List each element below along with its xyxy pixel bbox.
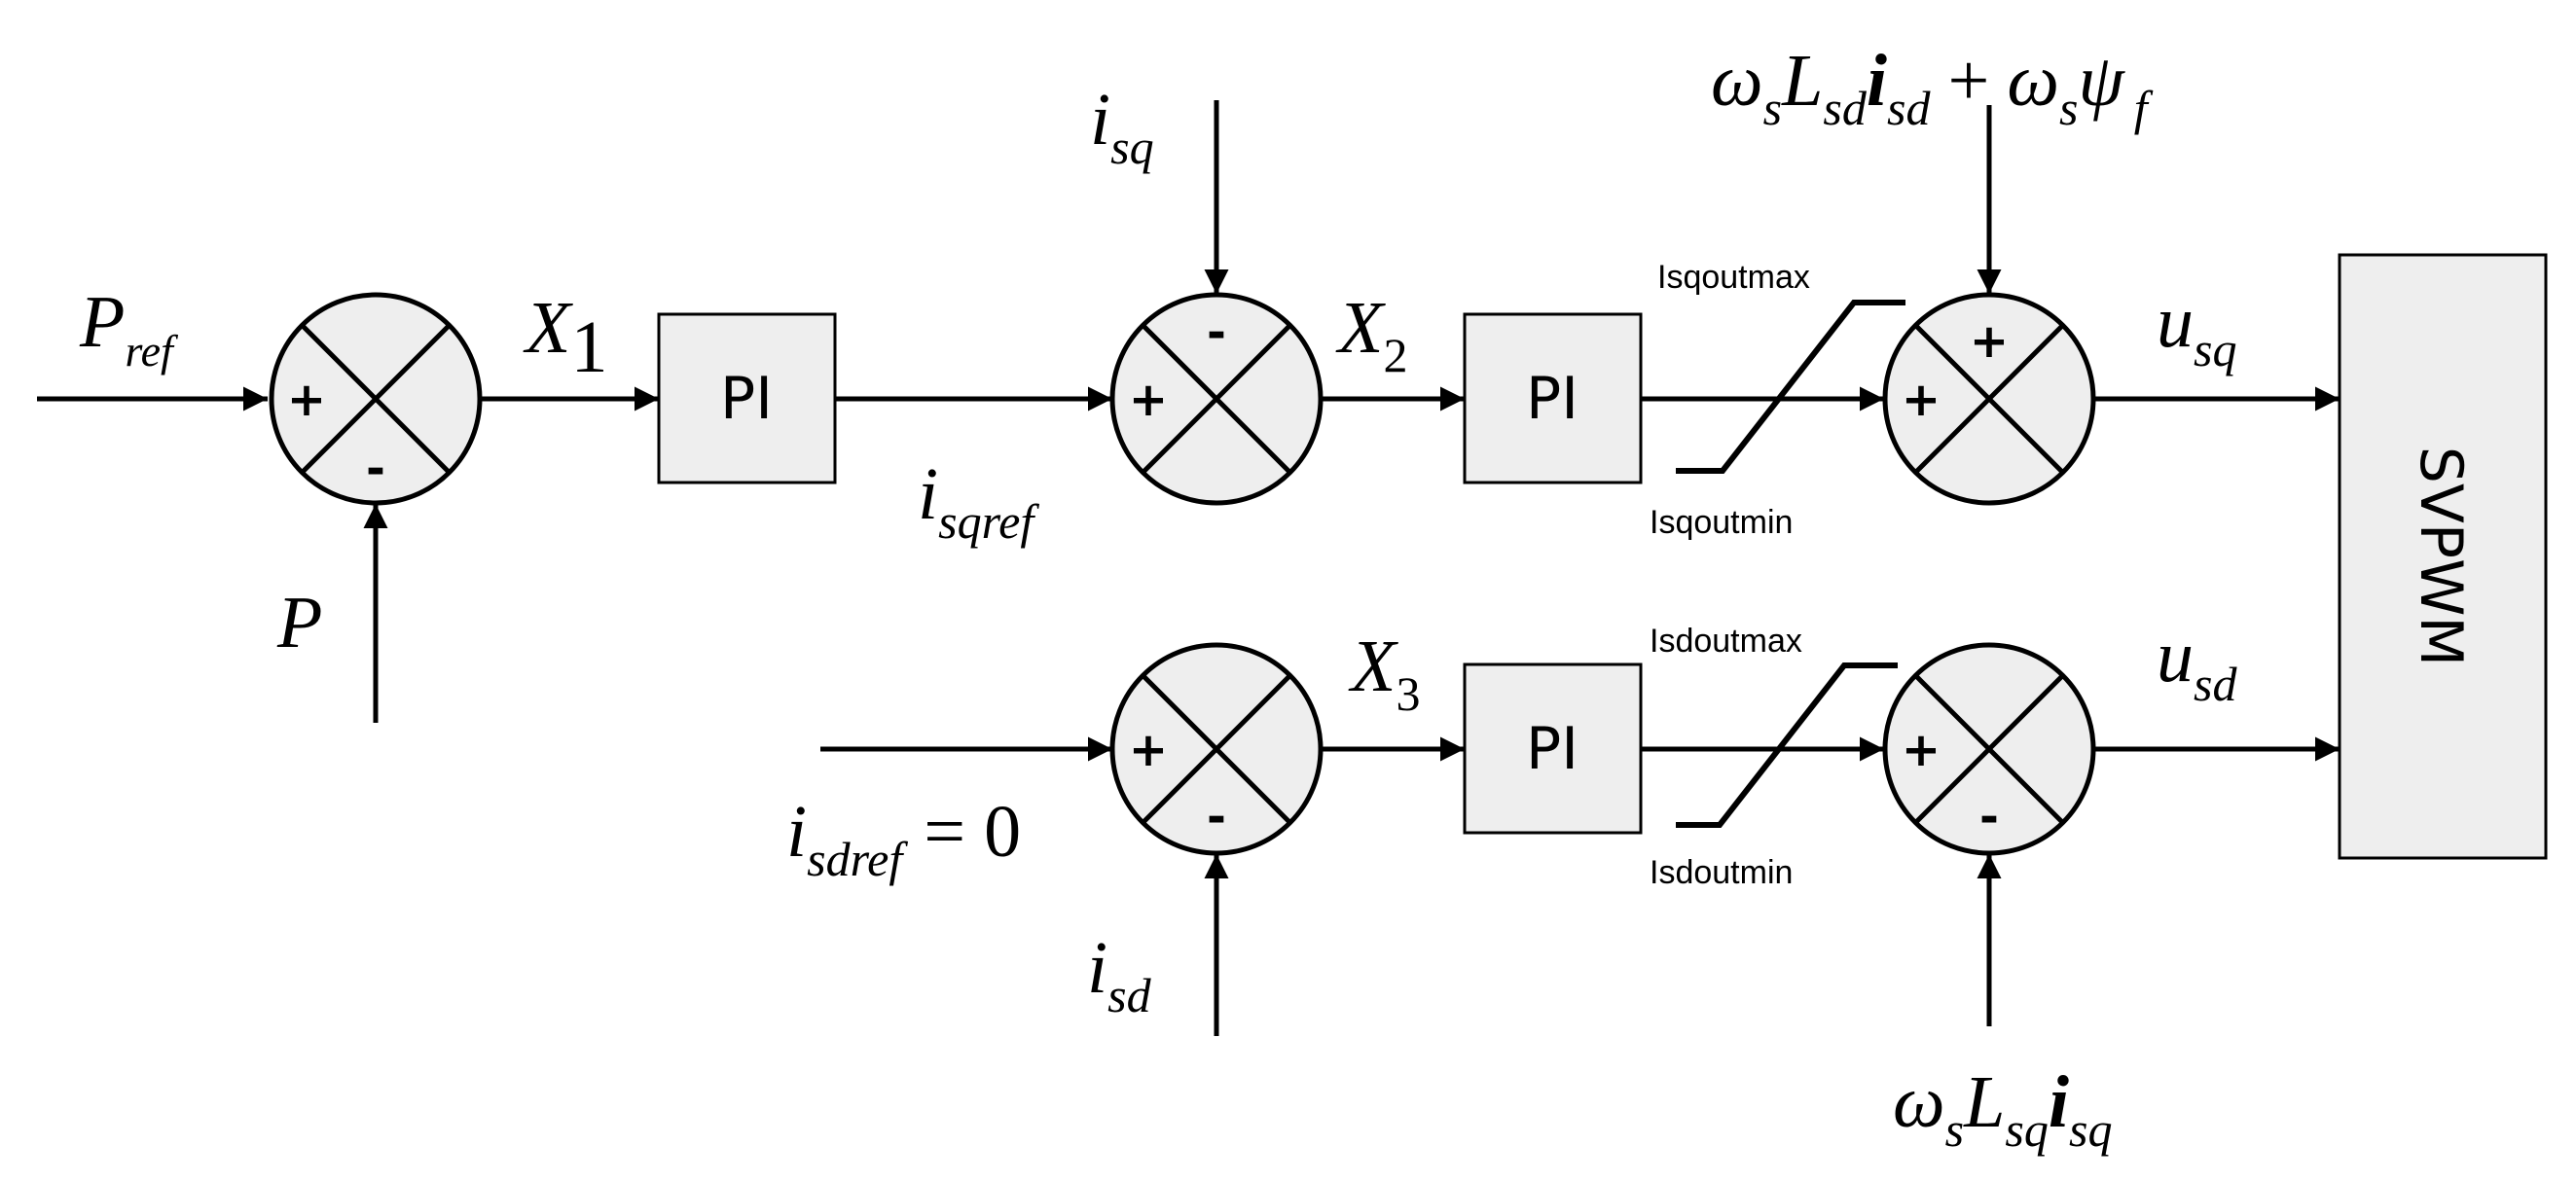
label-u-sd: usd [2157, 616, 2237, 711]
sum4-top-sign: + [1970, 314, 2009, 369]
label-u-sq: usq [2157, 281, 2236, 376]
saturation-limiter-q: Isqoutmax Isqoutmin [1650, 259, 1905, 541]
label-x1: X1 [523, 287, 607, 388]
sum3-bottom-sign: - [1207, 790, 1226, 844]
svpwm-block: SVPWM [2338, 253, 2548, 860]
sat-q-min-label: Isqoutmin [1650, 504, 1793, 541]
saturation-limiter-d: Isdoutmax Isdoutmin [1650, 623, 1898, 891]
sum2-left-sign: + [1129, 373, 1168, 427]
label-i-sq: isq [1090, 79, 1154, 174]
label-i-sd: isd [1087, 927, 1152, 1022]
pi3-label: PI [1526, 715, 1578, 783]
sat-q-max-label: Isqoutmax [1657, 259, 1810, 296]
label-p: P [276, 582, 322, 663]
sat-d-max-label: Isdoutmax [1650, 623, 1802, 660]
sum5-bottom-sign: - [1979, 790, 1999, 844]
sum3-left-sign: + [1129, 723, 1168, 777]
pi-controller-iq: PI [1463, 312, 1643, 484]
summing-junction-ud: + - [1882, 642, 2096, 856]
sum1-bottom-sign: - [366, 442, 385, 496]
label-i-sqref: isqref [918, 453, 1039, 549]
summing-junction-power: + - [269, 292, 483, 506]
sum4-left-sign: + [1902, 373, 1941, 427]
signal-wires [37, 100, 2340, 1036]
label-x2: X2 [1335, 287, 1407, 382]
label-x3: X3 [1348, 626, 1420, 721]
pi1-label: PI [720, 365, 773, 433]
label-p-ref: Pref [79, 281, 179, 376]
label-i-sdref: isdref= 0 [786, 791, 1021, 886]
summing-junction-id: + - [1109, 642, 1324, 856]
svpwm-label: SVPWM [2407, 447, 2475, 666]
sum5-left-sign: + [1902, 723, 1941, 777]
pi-controller-id: PI [1463, 662, 1643, 835]
label-feedforward-d: ωsLsqisq [1893, 1061, 2112, 1157]
sum1-left-sign: + [287, 373, 326, 427]
pi-controller-power: PI [657, 312, 837, 484]
sat-d-min-label: Isdoutmin [1650, 854, 1793, 891]
pi2-label: PI [1526, 365, 1578, 433]
summing-junction-iq: - + [1109, 292, 1324, 506]
summing-junction-uq: + + [1882, 292, 2096, 506]
sum2-top-sign: - [1207, 305, 1226, 360]
